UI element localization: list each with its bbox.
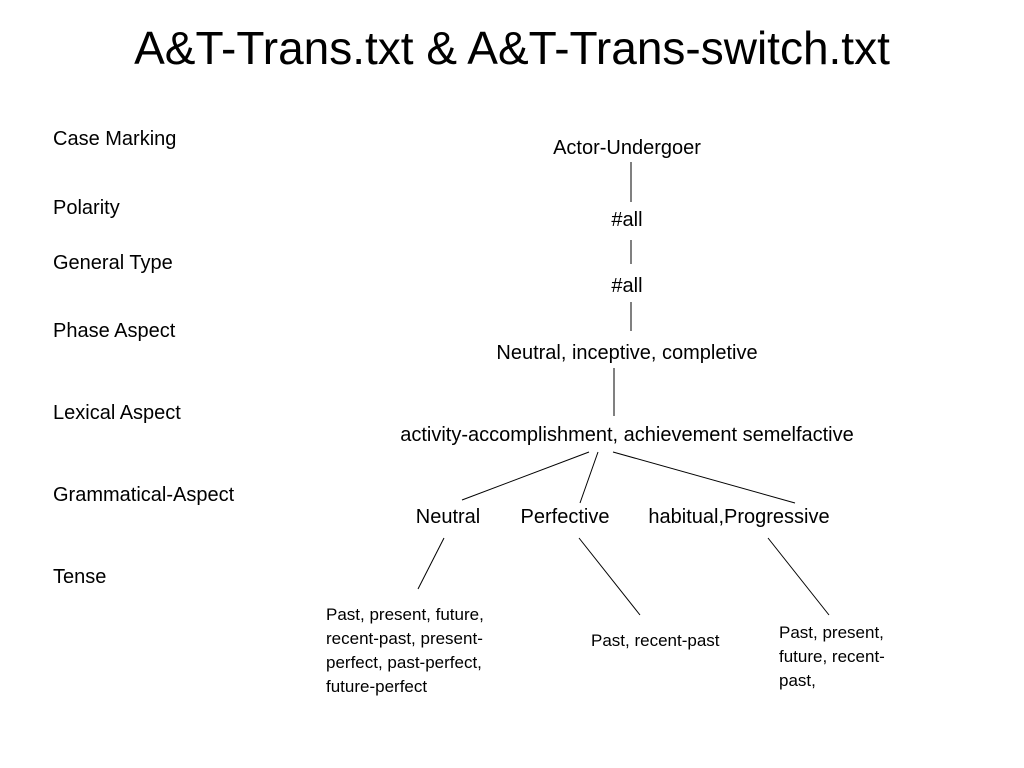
row-label-case-marking: Case Marking (53, 128, 177, 150)
edge-lexical-to-habitual (612, 451, 796, 504)
slide-title: A&T-Trans.txt & A&T-Trans-switch.txt (134, 22, 890, 74)
node-phase-aspect: Neutral, inceptive, completive (496, 342, 758, 364)
leaf-line: Past, present, future, (326, 605, 484, 624)
node-general-type: #all (611, 275, 643, 297)
node-grammatical-neutral: Neutral (415, 506, 481, 528)
leaf-line: future-perfect (326, 677, 428, 696)
edge-neutral-to-tense (417, 537, 445, 590)
leaf-line: past, (779, 671, 816, 690)
edge-habitual-to-tense (767, 537, 830, 616)
row-label-tense: Tense (53, 566, 107, 588)
edge-lexical-to-neutral (461, 451, 590, 501)
node-grammatical-habitual-progressive: habitual,Progressive (648, 506, 830, 528)
leaf-line: Past, recent-past (591, 631, 720, 650)
node-polarity: #all (611, 209, 643, 231)
leaf-line: recent-past, present- (326, 629, 483, 648)
row-label-phase-aspect: Phase Aspect (53, 320, 176, 342)
row-label-grammatical-aspect: Grammatical-Aspect (53, 484, 235, 506)
node-case-marking: Actor-Undergoer (553, 137, 701, 159)
row-label-polarity: Polarity (53, 197, 120, 219)
row-label-general-type: General Type (53, 252, 173, 274)
leaf-tense-habitual-progressive: Past, present, future, recent- past, (779, 621, 885, 693)
row-label-lexical-aspect: Lexical Aspect (53, 402, 181, 424)
leaf-tense-neutral: Past, present, future, recent-past, pres… (326, 603, 484, 699)
node-grammatical-perfective: Perfective (520, 506, 610, 528)
leaf-line: future, recent- (779, 647, 885, 666)
leaf-line: Past, present, (779, 623, 884, 642)
edge-perfective-to-tense (578, 537, 641, 616)
leaf-line: perfect, past-perfect, (326, 653, 482, 672)
leaf-tense-perfective: Past, recent-past (591, 629, 720, 653)
node-lexical-aspect: activity-accomplishment, achievement sem… (400, 424, 854, 446)
edge-lexical-to-perfective (579, 451, 599, 504)
